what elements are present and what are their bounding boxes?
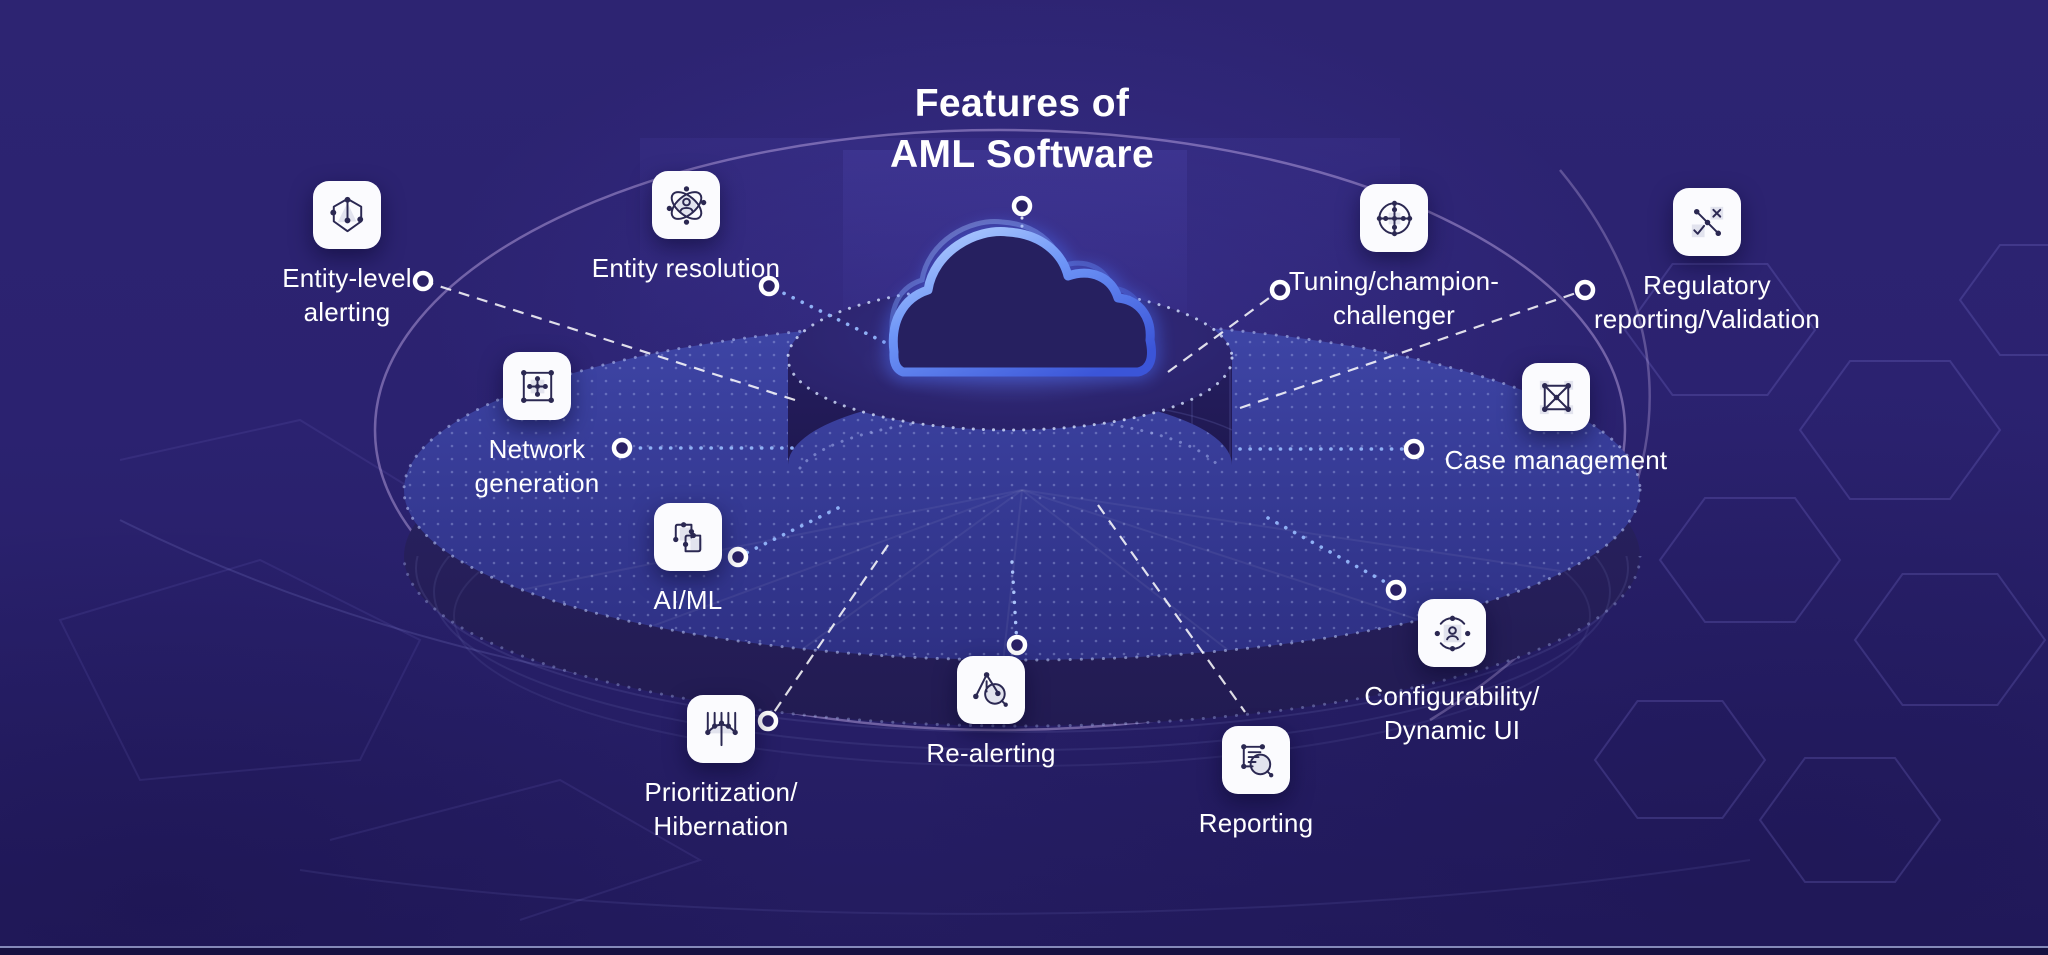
connector-dot-network-generation [611, 437, 633, 459]
connector-dot-title [1011, 195, 1033, 217]
feature-label: Case management [1444, 445, 1668, 475]
connector-lines [422, 216, 1586, 722]
outer-ring [373, 128, 1627, 732]
crosshair-dots-icon [1360, 184, 1428, 252]
connector-line-prioritization [767, 544, 889, 722]
bottom-divider-line [0, 946, 2048, 948]
feature-tuning-champion-challenger: Tuning/champion- challenger [1184, 184, 1604, 333]
feature-label: Reporting [1198, 808, 1314, 838]
feature-label: Re-alerting [926, 738, 1056, 768]
connector-dot-prioritization [757, 710, 779, 732]
node-grid-icon [503, 352, 571, 420]
feature-label: Entity resolution [591, 253, 781, 283]
feature-entity-resolution: Entity resolution [476, 171, 896, 286]
feature-case-management: Case management [1346, 363, 1766, 478]
feature-label: Prioritization/ Hibernation [644, 777, 798, 841]
feature-label: Network generation [474, 434, 600, 498]
entity-graph-icon [313, 181, 381, 249]
feature-label: Configurability/ Dynamic UI [1364, 681, 1540, 745]
connector-dot-configurability [1385, 579, 1407, 601]
connector-dot-entity-level [412, 270, 434, 292]
connector-line-ai-ml [736, 506, 840, 559]
alert-magnifier-icon [957, 656, 1025, 724]
feature-configurability-dynamic-ui: Configurability/ Dynamic UI [1242, 599, 1662, 748]
feature-prioritization-hibernation: Prioritization/ Hibernation [511, 695, 931, 844]
connector-line-entity-level-alerting [422, 279, 796, 402]
feature-entity-level-alerting: Entity-level alerting [137, 181, 557, 330]
feature-regulatory-reporting-validation: Regulatory reporting/Validation [1497, 188, 1917, 337]
connector-dot-entity-resolution [758, 275, 780, 297]
bottom-strip [0, 948, 2048, 955]
connector-line-regulatory [1239, 288, 1586, 410]
atom-person-icon [652, 171, 720, 239]
crossed-box-icon [1522, 363, 1590, 431]
feature-reporting: Reporting [1046, 726, 1466, 841]
document-magnifier-icon [1222, 726, 1290, 794]
connector-dot-regulatory [1574, 279, 1596, 301]
pendulum-arc-icon [687, 695, 755, 763]
feature-re-alerting: Re-alerting [781, 656, 1201, 771]
connector-line-re-alerting [1010, 560, 1019, 647]
mesh-left-bottom [58, 418, 703, 921]
connector-dots [412, 195, 1596, 732]
platform-side-lines [402, 556, 1642, 767]
connector-line-tuning [1167, 289, 1281, 373]
connector-dot-tuning [1269, 279, 1291, 301]
hexagon-mesh-right [1593, 244, 2048, 883]
check-cross-icon [1673, 188, 1741, 256]
cloud-icon [883, 219, 1162, 382]
feature-label: Entity-level alerting [282, 263, 412, 327]
platform-dot-texture [406, 321, 1638, 659]
connector-line-entity-resolution [767, 284, 886, 344]
connector-dot-ai-ml [727, 546, 749, 568]
connector-dot-re-alerting [1006, 634, 1028, 656]
linked-pages-icon [654, 503, 722, 571]
connector-line-reporting [1097, 504, 1246, 713]
diagram-title: Features of AML Software [889, 82, 1155, 177]
feature-network-generation: Network generation [327, 352, 747, 501]
connector-line-configurability [1266, 516, 1398, 590]
feature-label: Regulatory reporting/Validation [1593, 270, 1821, 334]
feature-label: Tuning/champion- challenger [1288, 266, 1500, 330]
connector-dot-case-management [1403, 438, 1425, 460]
user-orbit-icon [1418, 599, 1486, 667]
feature-label: AI/ML [653, 585, 723, 615]
feature-ai-ml: AI/ML [478, 503, 898, 618]
